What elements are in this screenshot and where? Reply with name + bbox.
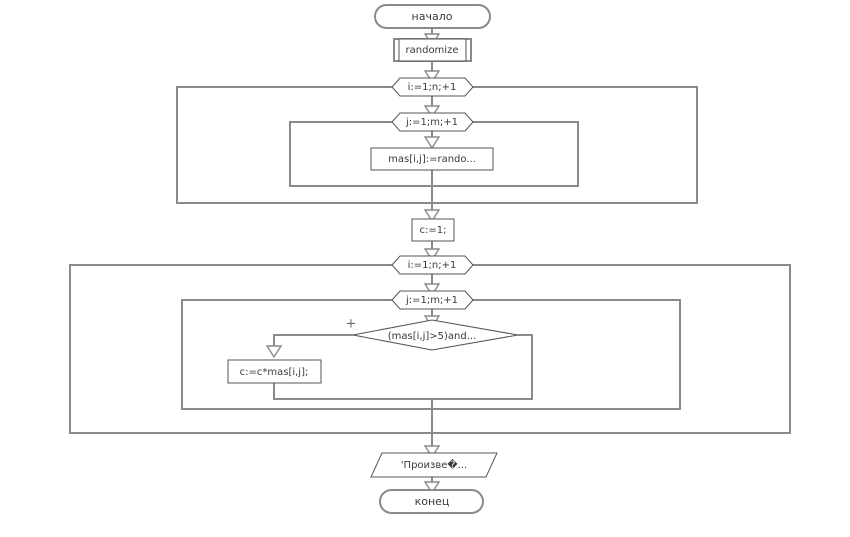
arrowhead-to-end bbox=[423, 481, 441, 495]
condition-true-branch-label: + bbox=[346, 317, 357, 332]
loop-i-calc-label: i:=1;n;+1 bbox=[408, 260, 457, 271]
node-loop-i-fill[interactable]: i:=1;n;+1 bbox=[391, 77, 474, 97]
end-label: конец bbox=[415, 495, 450, 508]
randomize-inner-shape bbox=[398, 38, 467, 62]
assign-product-label: c:=c*mas[i,j]; bbox=[240, 367, 309, 378]
node-loop-j-calc[interactable]: j:=1;m;+1 bbox=[391, 290, 474, 310]
assign-product-shape bbox=[227, 359, 322, 384]
arrowhead-to-product bbox=[265, 345, 283, 359]
assign-mas-label: mas[i,j]:=rando... bbox=[388, 154, 476, 165]
loop-i-fill-shape bbox=[391, 77, 474, 97]
arrowhead-to-mas bbox=[423, 136, 441, 150]
node-start[interactable]: начало bbox=[374, 4, 491, 29]
loop-j-calc-label: j:=1;m;+1 bbox=[405, 295, 458, 306]
connector-condition-false-bypass bbox=[432, 334, 533, 400]
node-loop-i-calc[interactable]: i:=1;n;+1 bbox=[391, 255, 474, 275]
node-end[interactable]: конец bbox=[379, 489, 484, 514]
connector-product-to-merge bbox=[273, 383, 432, 400]
node-condition[interactable]: (mas[i,j]>5)and... bbox=[352, 319, 519, 351]
node-output[interactable]: 'Произве�... bbox=[370, 452, 498, 478]
condition-label: (mas[i,j]>5)and... bbox=[388, 331, 477, 342]
arrowhead-to-loop-i-calc bbox=[423, 248, 441, 262]
arrowhead-to-assign-c bbox=[423, 209, 441, 223]
output-shape bbox=[370, 452, 498, 478]
node-loop-j-fill[interactable]: j:=1;m;+1 bbox=[391, 112, 474, 132]
loop-boundary-j-fill bbox=[289, 121, 579, 187]
start-label: начало bbox=[412, 10, 453, 23]
output-label: 'Произве�... bbox=[401, 458, 467, 471]
node-assign-mas[interactable]: mas[i,j]:=rando... bbox=[370, 147, 494, 171]
loop-boundary-i-fill bbox=[176, 86, 698, 204]
arrowhead-to-loop-j-fill bbox=[423, 105, 441, 119]
assign-c-label: c:=1; bbox=[420, 225, 447, 236]
arrowhead-to-loop-j-calc bbox=[423, 283, 441, 297]
loop-j-fill-shape bbox=[391, 112, 474, 132]
condition-shape bbox=[352, 319, 519, 351]
node-assign-c[interactable]: c:=1; bbox=[411, 218, 455, 242]
loop-j-calc-shape bbox=[391, 290, 474, 310]
randomize-label: randomize bbox=[406, 45, 459, 56]
arrowhead-to-output bbox=[423, 445, 441, 459]
assign-mas-shape bbox=[370, 147, 494, 171]
loop-i-calc-shape bbox=[391, 255, 474, 275]
connector-condition-true-to-product bbox=[273, 334, 353, 352]
end-shape bbox=[379, 489, 484, 514]
arrowhead-to-loop-i-fill bbox=[423, 70, 441, 84]
loop-j-fill-label: j:=1;m;+1 bbox=[405, 117, 458, 128]
start-shape bbox=[374, 4, 491, 29]
assign-c-shape bbox=[411, 218, 455, 242]
loop-i-fill-label: i:=1;n;+1 bbox=[408, 82, 457, 93]
node-randomize[interactable]: randomize bbox=[393, 38, 472, 62]
node-assign-product[interactable]: c:=c*mas[i,j]; bbox=[227, 359, 322, 384]
loop-boundary-i-calc bbox=[69, 264, 791, 434]
